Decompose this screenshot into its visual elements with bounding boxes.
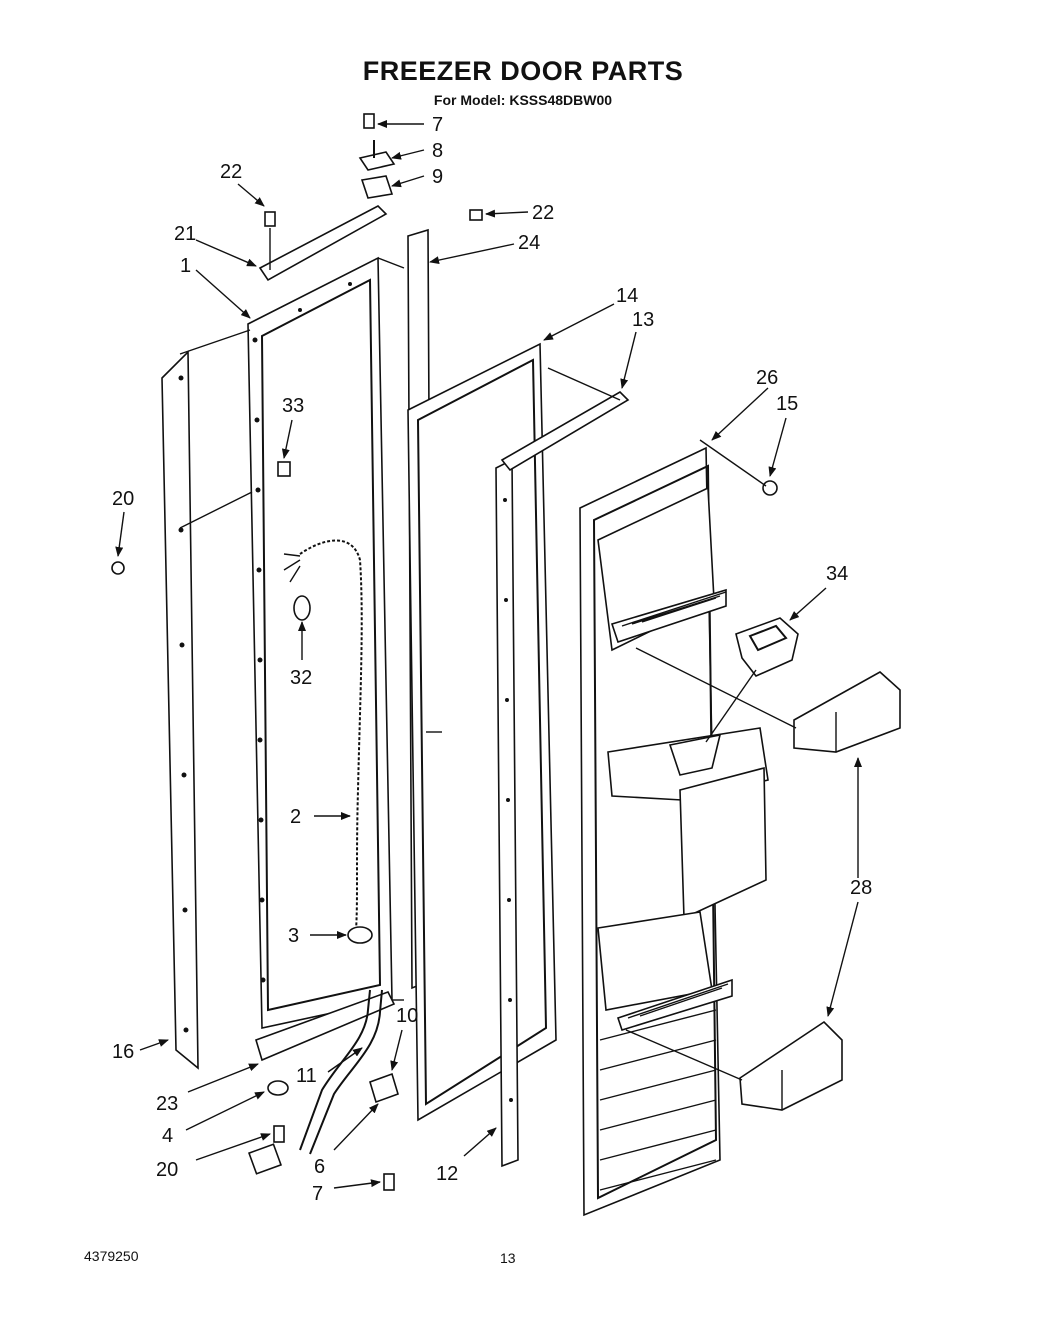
callout-10: 10 xyxy=(396,1005,418,1027)
callout-8: 8 xyxy=(432,140,443,162)
screw-part-7-bottom xyxy=(383,1173,395,1191)
callout-20-bottom: 20 xyxy=(156,1159,178,1181)
page-number: 13 xyxy=(500,1250,516,1266)
door-frame-part-1 xyxy=(247,256,405,1029)
callout-12: 12 xyxy=(436,1163,458,1185)
callout-16: 16 xyxy=(112,1041,134,1063)
callout-24: 24 xyxy=(518,232,540,254)
bulb-part-32 xyxy=(293,595,311,621)
water-tube-part-11 xyxy=(247,989,383,1175)
clamp-part-10 xyxy=(369,1072,399,1104)
screw-part-7-top xyxy=(363,113,375,129)
callout-22-right: 22 xyxy=(532,202,554,224)
hinge-plate-part-9 xyxy=(360,175,394,199)
leader-lines xyxy=(115,120,862,1189)
shelf-trim-part-28-upper xyxy=(793,671,901,753)
top-trim-part-13 xyxy=(500,391,630,472)
callout-labels: 7 8 9 22 22 24 21 1 14 13 26 15 33 20 34… xyxy=(112,114,872,1205)
door-panel-part-14 xyxy=(407,342,557,1122)
callout-15: 15 xyxy=(776,393,798,415)
callout-3: 3 xyxy=(288,925,299,947)
callout-22-left: 22 xyxy=(220,161,242,183)
callout-14: 14 xyxy=(616,285,638,307)
callout-4: 4 xyxy=(162,1125,173,1147)
model-subtitle: For Model: KSSS48DBW00 xyxy=(433,92,613,108)
callout-13: 13 xyxy=(632,309,654,331)
callout-34: 34 xyxy=(826,563,848,585)
callout-28: 28 xyxy=(850,877,872,899)
callout-21: 21 xyxy=(174,223,196,245)
callout-7-top: 7 xyxy=(432,114,443,136)
hinge-pin-part-8 xyxy=(358,140,396,171)
clip-part-33 xyxy=(277,461,291,477)
callout-1: 1 xyxy=(180,255,191,277)
callout-20-left: 20 xyxy=(112,488,134,510)
bottom-bracket-part-23 xyxy=(255,991,396,1062)
callout-2: 2 xyxy=(290,806,301,828)
callout-33: 33 xyxy=(282,395,304,417)
shelf-trim-part-28-lower xyxy=(739,1020,843,1111)
page-title: FREEZER DOOR PARTS xyxy=(362,56,684,86)
wire-harness-part-2 xyxy=(283,539,363,931)
screw-part-22-left xyxy=(264,211,276,227)
washer-part-4 xyxy=(267,1080,289,1096)
callout-7-bottom: 7 xyxy=(312,1183,323,1205)
door-liner-part-26 xyxy=(579,446,769,1217)
callout-9: 9 xyxy=(432,166,443,188)
hinge-bracket-part-21 xyxy=(258,205,388,282)
dispenser-insert-part-34 xyxy=(735,617,799,677)
callout-23: 23 xyxy=(156,1093,178,1115)
callout-32: 32 xyxy=(290,667,312,689)
callout-6: 6 xyxy=(314,1156,325,1178)
screw-part-22-right xyxy=(469,209,483,221)
screw-part-20-left xyxy=(111,561,125,575)
document-number: 4379250 xyxy=(84,1248,139,1264)
screw-part-15 xyxy=(762,480,778,496)
callout-26: 26 xyxy=(756,367,778,389)
callout-11: 11 xyxy=(296,1065,317,1087)
grommet-part-3 xyxy=(347,926,373,944)
side-panel-part-16 xyxy=(161,350,199,1070)
screw-part-20-bottom xyxy=(273,1125,285,1143)
